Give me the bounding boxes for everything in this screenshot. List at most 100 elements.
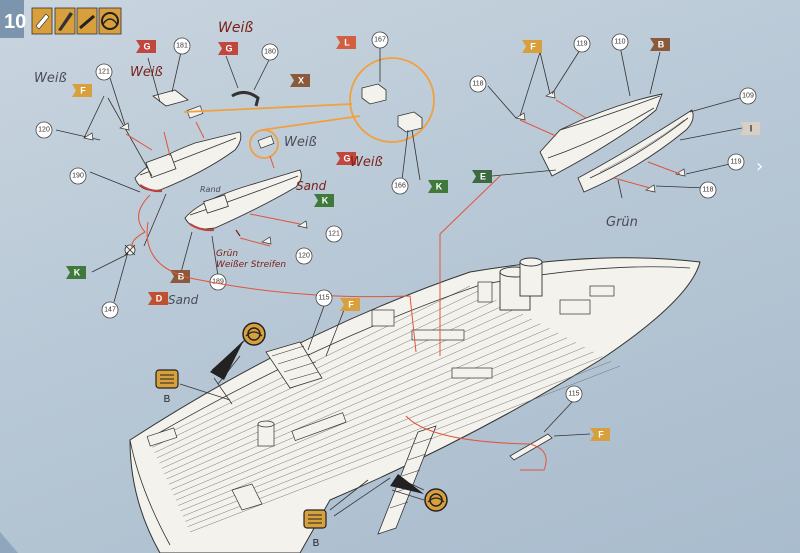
color-flag-g-1: G: [136, 40, 156, 53]
page-corner: [0, 532, 18, 553]
brush-icon: [76, 7, 98, 35]
svg-text:110: 110: [614, 39, 625, 46]
svg-text:K: K: [74, 268, 81, 278]
deck-plank-line: [171, 328, 550, 490]
part-number-121-mid: 121: [325, 225, 343, 243]
note-gruen-1: Grün: [606, 215, 638, 230]
svg-text:B: B: [178, 272, 185, 282]
deck-plank-line: [175, 337, 568, 501]
svg-text:189: 189: [212, 279, 224, 286]
lifeboat-upper: [539, 93, 663, 177]
part-number-147: 147: [101, 301, 119, 319]
svg-text:119: 119: [730, 159, 741, 166]
color-flag-b-2: B: [650, 38, 670, 51]
part-number-166: 166: [391, 177, 409, 195]
small-cylinder-part-2: [257, 135, 275, 149]
launch-boat-lower: [184, 169, 302, 232]
red-arrows-main: [146, 175, 547, 471]
leader-f-boom: [553, 433, 591, 437]
svg-text:119: 119: [576, 41, 587, 48]
part-number-121-top: 121: [95, 63, 113, 81]
glue-icon-callout-bottom: [390, 474, 448, 512]
glue-icon-callout-top: [210, 322, 266, 380]
part-number-109: 109: [739, 87, 757, 105]
svg-text:167: 167: [374, 37, 386, 44]
color-flag-k-2: K: [428, 180, 448, 193]
note-weiss-4: Weiß: [284, 135, 317, 150]
boom-part: [509, 433, 553, 461]
lifeboat-lower: [577, 109, 694, 193]
part-number-110: 110: [611, 33, 629, 51]
color-flag-i: I: [740, 122, 760, 135]
note-weiss-1: Weiß: [218, 20, 253, 36]
detail-circle-large: [349, 57, 435, 143]
leader-e: [491, 169, 557, 177]
color-flag-g-3: G: [336, 152, 356, 165]
svg-text:190: 190: [72, 173, 84, 180]
canopy-part: [152, 89, 189, 107]
part-number-118-right: 118: [699, 181, 717, 199]
part-number-119-top: 119: [573, 35, 591, 53]
color-flag-f-boom: F: [590, 428, 610, 441]
red-arrows-top-left: [125, 121, 301, 249]
part-number-119-right: 119: [727, 153, 745, 171]
color-flag-d: D: [148, 292, 168, 305]
part-number-180: 180: [261, 43, 279, 61]
color-flag-k-1: K: [314, 194, 334, 207]
svg-text:L: L: [344, 38, 350, 48]
part-number-190: 190: [69, 167, 87, 185]
part-number-120-top: 120: [35, 121, 53, 139]
ship-in-circle-icon: [98, 7, 122, 35]
next-chevron-icon[interactable]: ›: [756, 156, 763, 177]
glue-markers-top-left: [83, 90, 686, 245]
note-weiss-2: Weiß: [130, 65, 163, 80]
part-number-120-mid: 120: [295, 247, 313, 265]
svg-text:G: G: [343, 154, 350, 164]
svg-text:181: 181: [176, 43, 188, 50]
ship-hull-main: [129, 257, 701, 553]
deck-plank-line: [178, 342, 576, 506]
note-rand: Rand: [200, 185, 222, 194]
color-flag-f-top-right: F: [522, 40, 542, 53]
color-flag-l: L: [336, 36, 356, 49]
paint-brush-icon: [54, 7, 76, 35]
svg-text:120: 120: [298, 253, 310, 260]
color-flag-crossed: X: [290, 74, 310, 87]
block-part-166: [397, 111, 423, 133]
part-number-118-top: 118: [469, 75, 487, 93]
svg-text:F: F: [348, 300, 354, 310]
svg-text:118: 118: [702, 187, 713, 194]
part-number-181: 181: [173, 37, 191, 55]
deck-plank-line: [164, 314, 524, 474]
svg-text:X: X: [298, 76, 304, 86]
part-number-167: 167: [371, 31, 389, 49]
leader-lines-top-right: [487, 45, 743, 199]
color-flag-f-deck: F: [340, 298, 360, 311]
deck-plank-line: [154, 295, 488, 453]
leader-115-boom: [543, 399, 575, 433]
detail-line: [183, 103, 353, 113]
leader-lines-top-left: [55, 44, 421, 303]
part-number-115-boom: 115: [565, 385, 583, 403]
step-number: 10: [4, 11, 26, 33]
deck-fittings: [146, 281, 615, 447]
svg-text:K: K: [322, 196, 329, 206]
propeller-part: [124, 244, 136, 256]
deck-plank-line: [168, 323, 541, 485]
color-flag-e: E: [472, 170, 492, 183]
launch-boat-upper: [134, 131, 242, 193]
svg-text:180: 180: [264, 49, 276, 56]
paint-icon-callout-left: [155, 369, 179, 389]
note-sand-1: Sand: [296, 179, 327, 193]
detail-line-2: [261, 115, 361, 131]
svg-text:G: G: [225, 44, 232, 54]
svg-text:G: G: [143, 42, 150, 52]
red-arrows-top-right: [519, 99, 681, 189]
stair-left: [265, 341, 323, 389]
deck-plank-line: [166, 318, 532, 480]
color-flag-f-left: F: [72, 84, 92, 97]
svg-text:E: E: [480, 172, 486, 182]
svg-text:109: 109: [742, 93, 754, 100]
svg-text:118: 118: [472, 81, 483, 88]
